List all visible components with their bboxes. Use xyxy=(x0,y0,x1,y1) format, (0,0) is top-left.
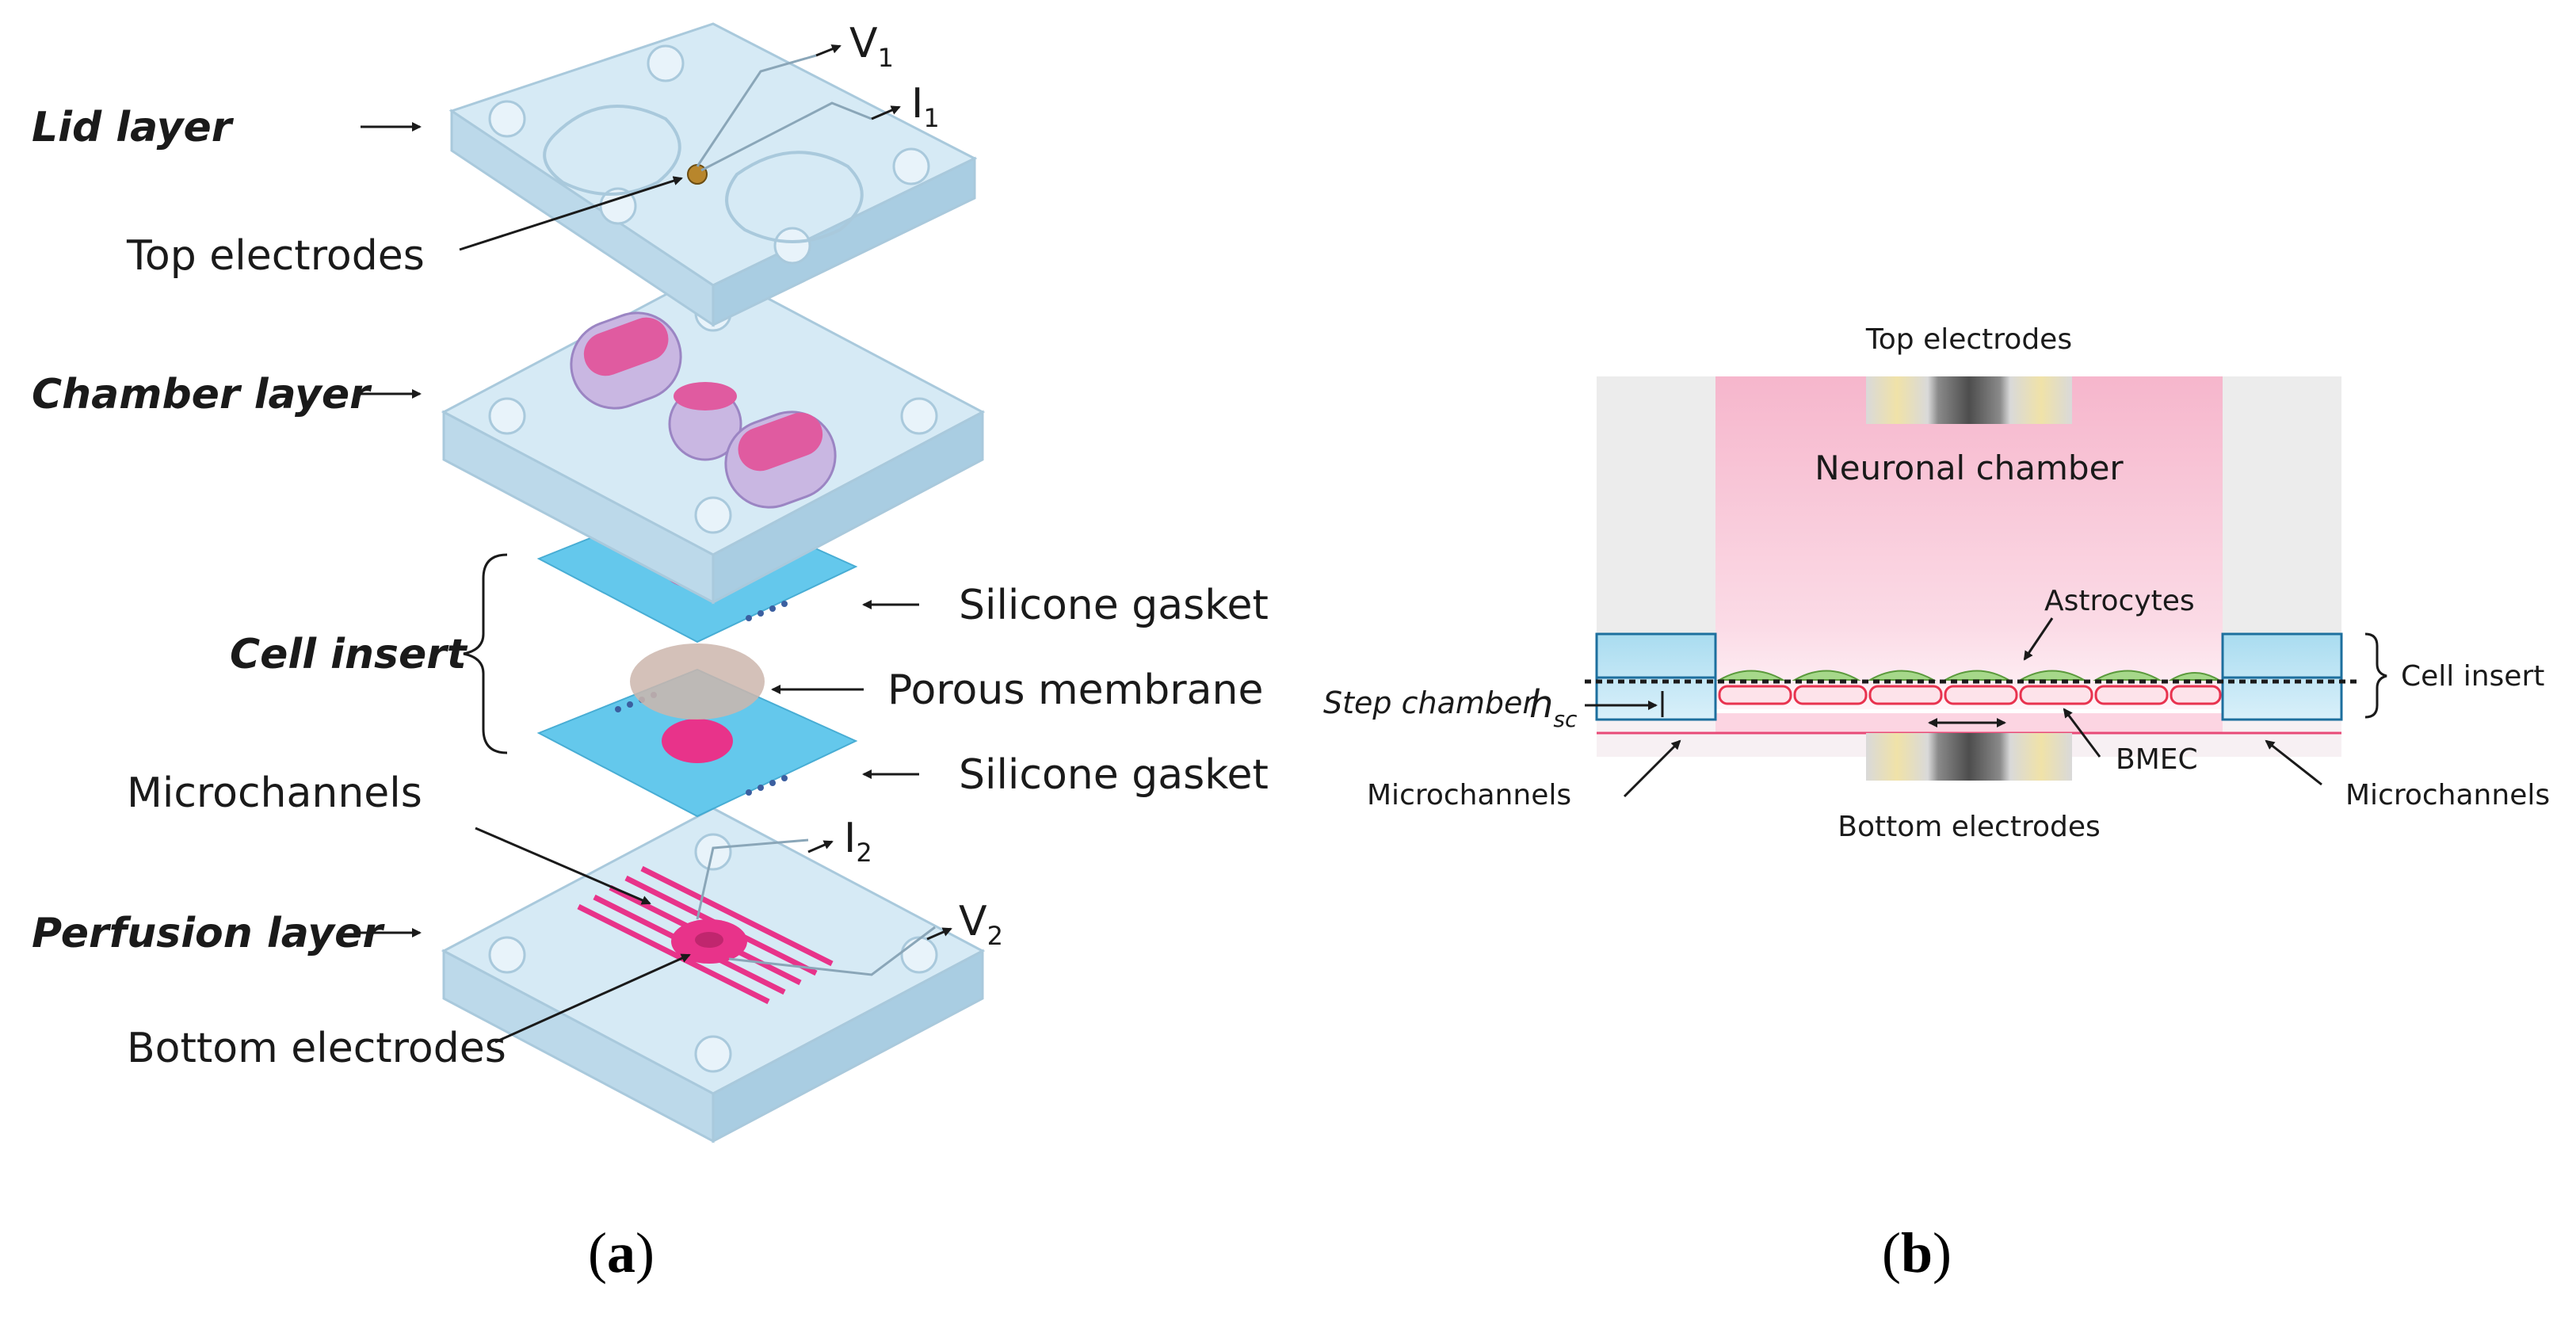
perfusion-layer-block xyxy=(441,807,986,1144)
label-microchannels-a: Microchannels xyxy=(127,769,422,817)
label-chamber-layer: Chamber layer xyxy=(32,371,372,418)
panel-a-arrows xyxy=(361,44,952,1044)
lid-layer-block xyxy=(448,22,978,327)
panel-b-arrows xyxy=(1585,617,2387,798)
label-neuronal-chamber: Neuronal chamber xyxy=(1815,449,2124,487)
label-cell-insert-a: Cell insert xyxy=(230,631,468,678)
label-microchannels-right: Microchannels xyxy=(2345,779,2550,811)
bottom-electrode-shape xyxy=(1866,733,2072,781)
label-top-electrodes-b: Top electrodes xyxy=(1865,323,2072,356)
label-silicone-gasket-top: Silicone gasket xyxy=(959,582,1269,629)
top-electrode-shape xyxy=(1866,376,2072,424)
caption-a: (a) xyxy=(588,1221,654,1285)
label-v2: V2 xyxy=(959,898,1003,951)
bmec-cells xyxy=(1718,685,2222,705)
label-top-electrodes-a: Top electrodes xyxy=(126,232,425,280)
label-lid-layer: Lid layer xyxy=(32,104,235,151)
label-cell-insert-b: Cell insert xyxy=(2401,660,2544,693)
label-astrocytes: Astrocytes xyxy=(2044,585,2195,617)
label-bottom-electrodes-b: Bottom electrodes xyxy=(1838,811,2101,843)
label-step-chamber: Step chamber xyxy=(1323,685,1536,720)
label-bottom-electrodes-a: Bottom electrodes xyxy=(127,1025,506,1072)
panel-b: Top electrodes Neuronal chamber Astrocyt… xyxy=(1323,323,2550,1285)
label-bmec: BMEC xyxy=(2116,743,2198,776)
label-porous-membrane: Porous membrane xyxy=(887,666,1263,714)
label-perfusion-layer: Perfusion layer xyxy=(32,910,385,957)
label-silicone-gasket-bottom: Silicone gasket xyxy=(959,751,1269,799)
caption-b: (b) xyxy=(1882,1221,1952,1285)
panel-a: Lid layer Top electrodes Chamber layer C… xyxy=(32,20,1269,1285)
chamber-wells xyxy=(570,311,837,509)
porous-membrane-shape xyxy=(630,643,765,720)
label-i2: I2 xyxy=(844,815,872,868)
label-microchannels-left: Microchannels xyxy=(1367,779,1571,811)
label-v1: V1 xyxy=(849,20,894,73)
neuronal-chamber xyxy=(1715,376,2223,709)
label-h-sc: hsc xyxy=(1529,682,1578,732)
astrocyte-cells xyxy=(1716,670,2222,681)
label-i1: I1 xyxy=(911,80,940,133)
chamber-layer-block xyxy=(441,268,986,605)
